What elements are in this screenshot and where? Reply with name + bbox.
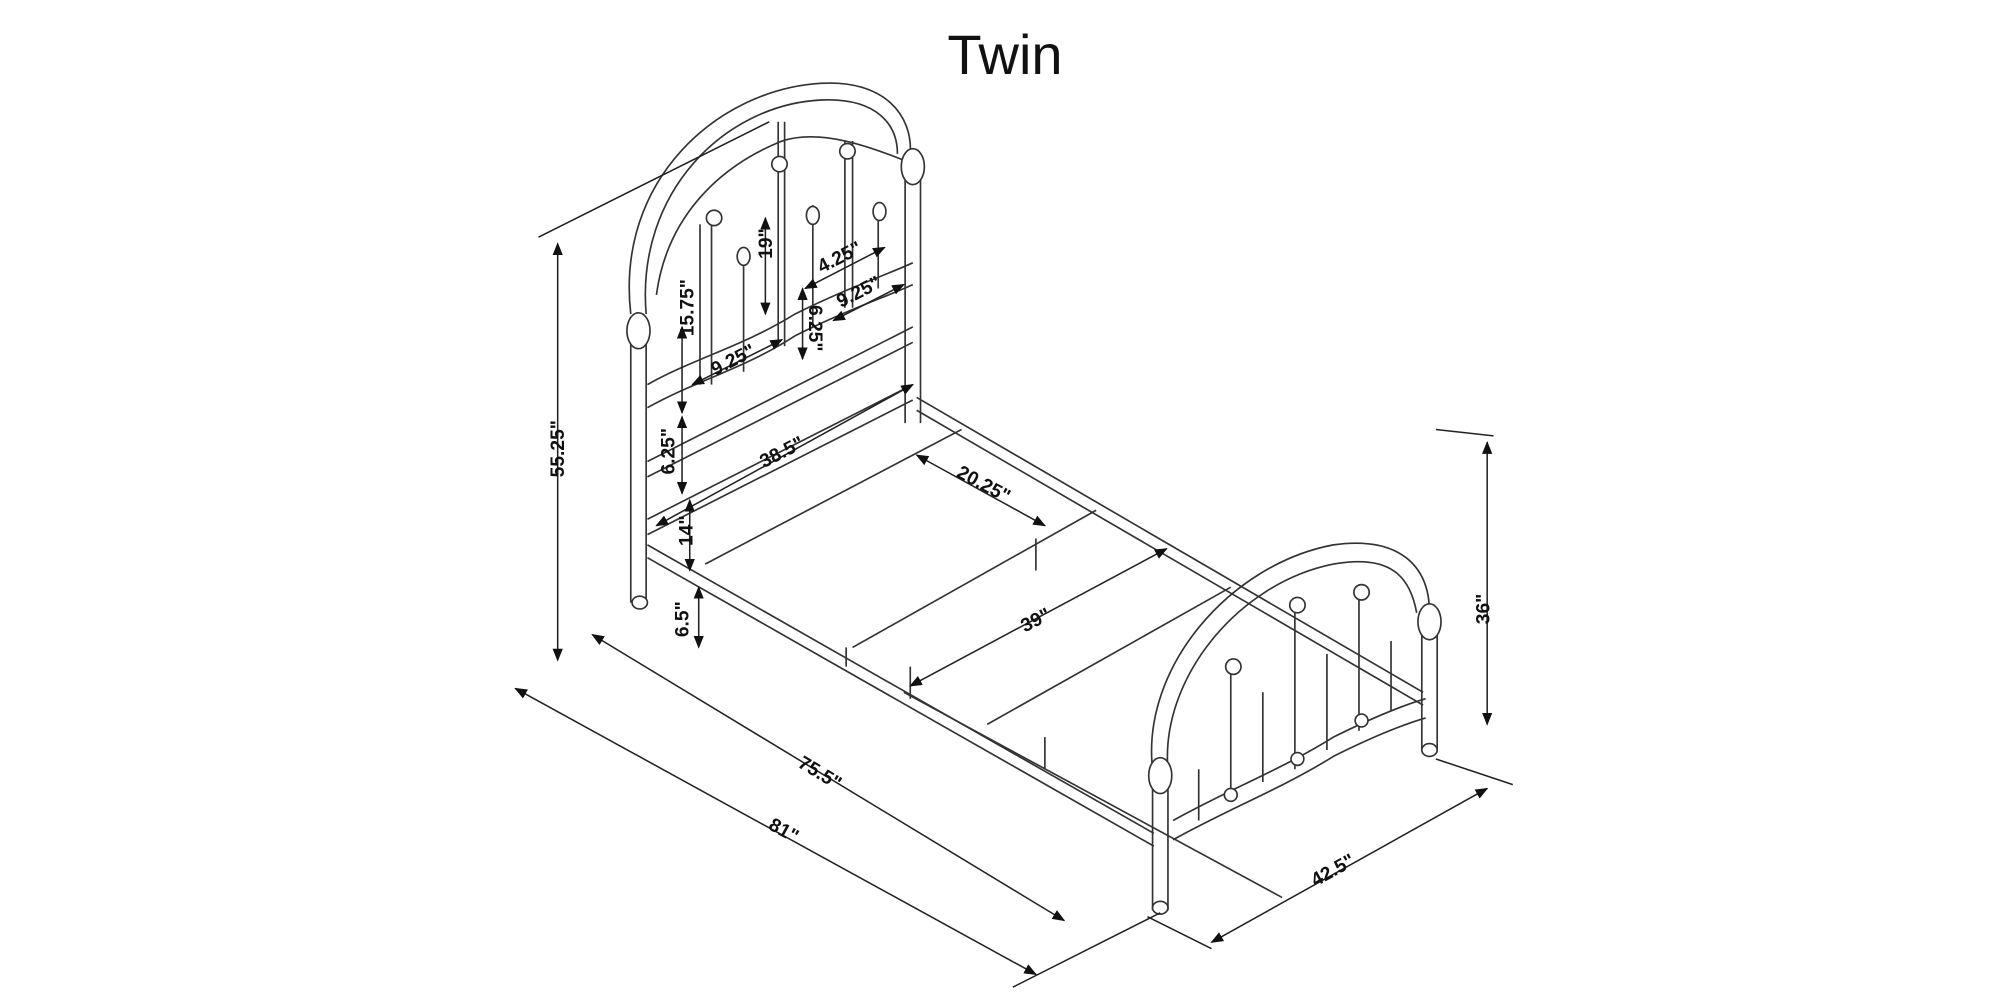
- label-headboard-side-bar: 15.75": [678, 279, 699, 336]
- label-footboard-height: 36": [1474, 594, 1495, 625]
- dim-line-4-25: [803, 246, 886, 290]
- label-inner-width: 39": [1018, 604, 1055, 637]
- headboard-inner-arch: [655, 135, 905, 295]
- label-rail-gap: 14": [676, 516, 697, 547]
- label-overall-height: 55.25": [548, 420, 569, 477]
- headboard-right-post: [904, 173, 922, 424]
- footboard-left-post: [1151, 782, 1169, 911]
- bed-frame: [647, 396, 1424, 899]
- footboard: [1147, 542, 1442, 915]
- diagram-title: Twin: [947, 23, 1063, 86]
- footboard-right-post: [1420, 621, 1439, 751]
- slat-legs: [845, 538, 1046, 770]
- label-leg-height: 6.5": [672, 601, 693, 637]
- label-panel-width-left: 9.25": [708, 341, 759, 381]
- dimension-lines: [514, 121, 1514, 988]
- dim-line-9-25-right: [832, 283, 905, 322]
- headboard: [626, 82, 926, 610]
- headboard-outer-arch: [628, 82, 912, 315]
- footboard-finials: [1147, 583, 1442, 915]
- label-overall-width: 42.5": [1308, 850, 1359, 891]
- side-rail-right: [916, 396, 1424, 706]
- label-bar-spacing-top: 4.25": [814, 238, 865, 278]
- label-panel-height-lower: 6.25": [658, 428, 679, 475]
- side-rail-left: [647, 544, 1155, 847]
- dim-line-9-25-left: [691, 339, 784, 386]
- dim-line-38-5: [655, 383, 914, 527]
- label-headboard-center-bar: 19": [756, 228, 777, 259]
- headboard-left-post: [629, 320, 647, 603]
- label-inner-length: 75.5": [794, 753, 845, 795]
- dim-line-20-25: [915, 454, 1046, 527]
- extension-line: [538, 121, 770, 238]
- label-panel-height-center: 6.25": [804, 305, 825, 352]
- label-slat-spacing: 20.25": [953, 462, 1013, 507]
- dim-line-42-5: [1210, 787, 1489, 943]
- footboard-outer-arch: [1150, 542, 1431, 770]
- footboard-spindles: [1197, 589, 1392, 821]
- headboard-finials: [626, 142, 926, 610]
- dim-line-81: [514, 687, 1038, 976]
